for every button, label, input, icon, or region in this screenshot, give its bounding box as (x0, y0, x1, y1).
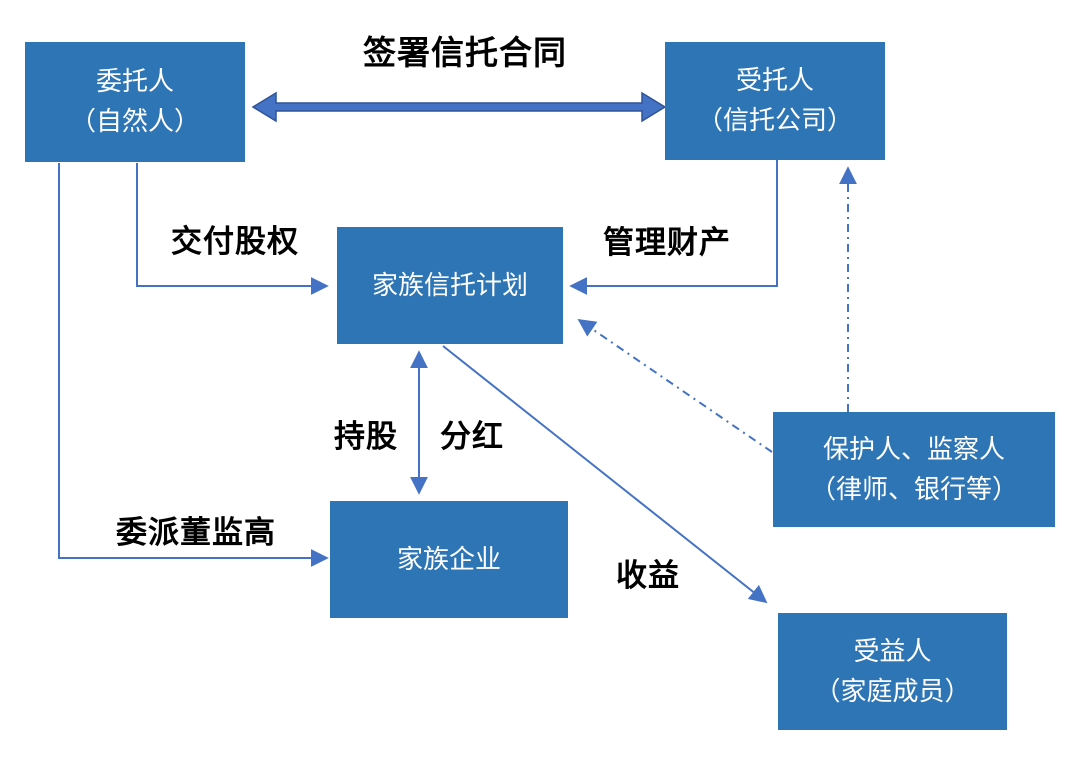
node-protector-subtitle: （律师、银行等） (809, 473, 1018, 504)
edge-label-sign-contract: 签署信托合同 (363, 34, 567, 71)
node-beneficiary: 受益人 （家庭成员） (778, 613, 1007, 730)
node-beneficiary-title: 受益人 (853, 635, 932, 666)
node-family-business-title: 家族企业 (396, 543, 501, 574)
arrow-sign-trust-contract (251, 91, 667, 123)
node-trustee: 受托人 （信托公司） (665, 42, 885, 160)
node-settlor-subtitle: （自然人） (69, 106, 200, 136)
edge-label-hold-shares: 持股 (334, 419, 398, 454)
edge-label-appoint-executives: 委派董监高 (116, 515, 276, 550)
node-trustee-subtitle: （信托公司） (696, 105, 853, 135)
edge-label-manage-property: 管理财产 (603, 225, 731, 260)
node-family-business: 家族企业 (330, 501, 568, 618)
node-beneficiary-subtitle: （家庭成员） (814, 675, 971, 706)
node-trust-plan-title: 家族信托计划 (371, 269, 528, 300)
node-settlor-title: 委托人 (95, 66, 174, 97)
edge-label-deliver-equity: 交付股权 (171, 224, 299, 259)
node-settlor: 委托人 （自然人） (25, 42, 245, 162)
arrow-protector-to-plan (577, 318, 773, 453)
node-trustee-title: 受托人 (735, 65, 814, 96)
node-protector: 保护人、监察人 （律师、银行等） (773, 412, 1055, 527)
edge-label-income: 收益 (616, 558, 680, 593)
edge-label-dividends: 分红 (440, 419, 504, 454)
node-protector-title: 保护人、监察人 (822, 433, 1005, 464)
node-trust-plan: 家族信托计划 (337, 227, 563, 344)
